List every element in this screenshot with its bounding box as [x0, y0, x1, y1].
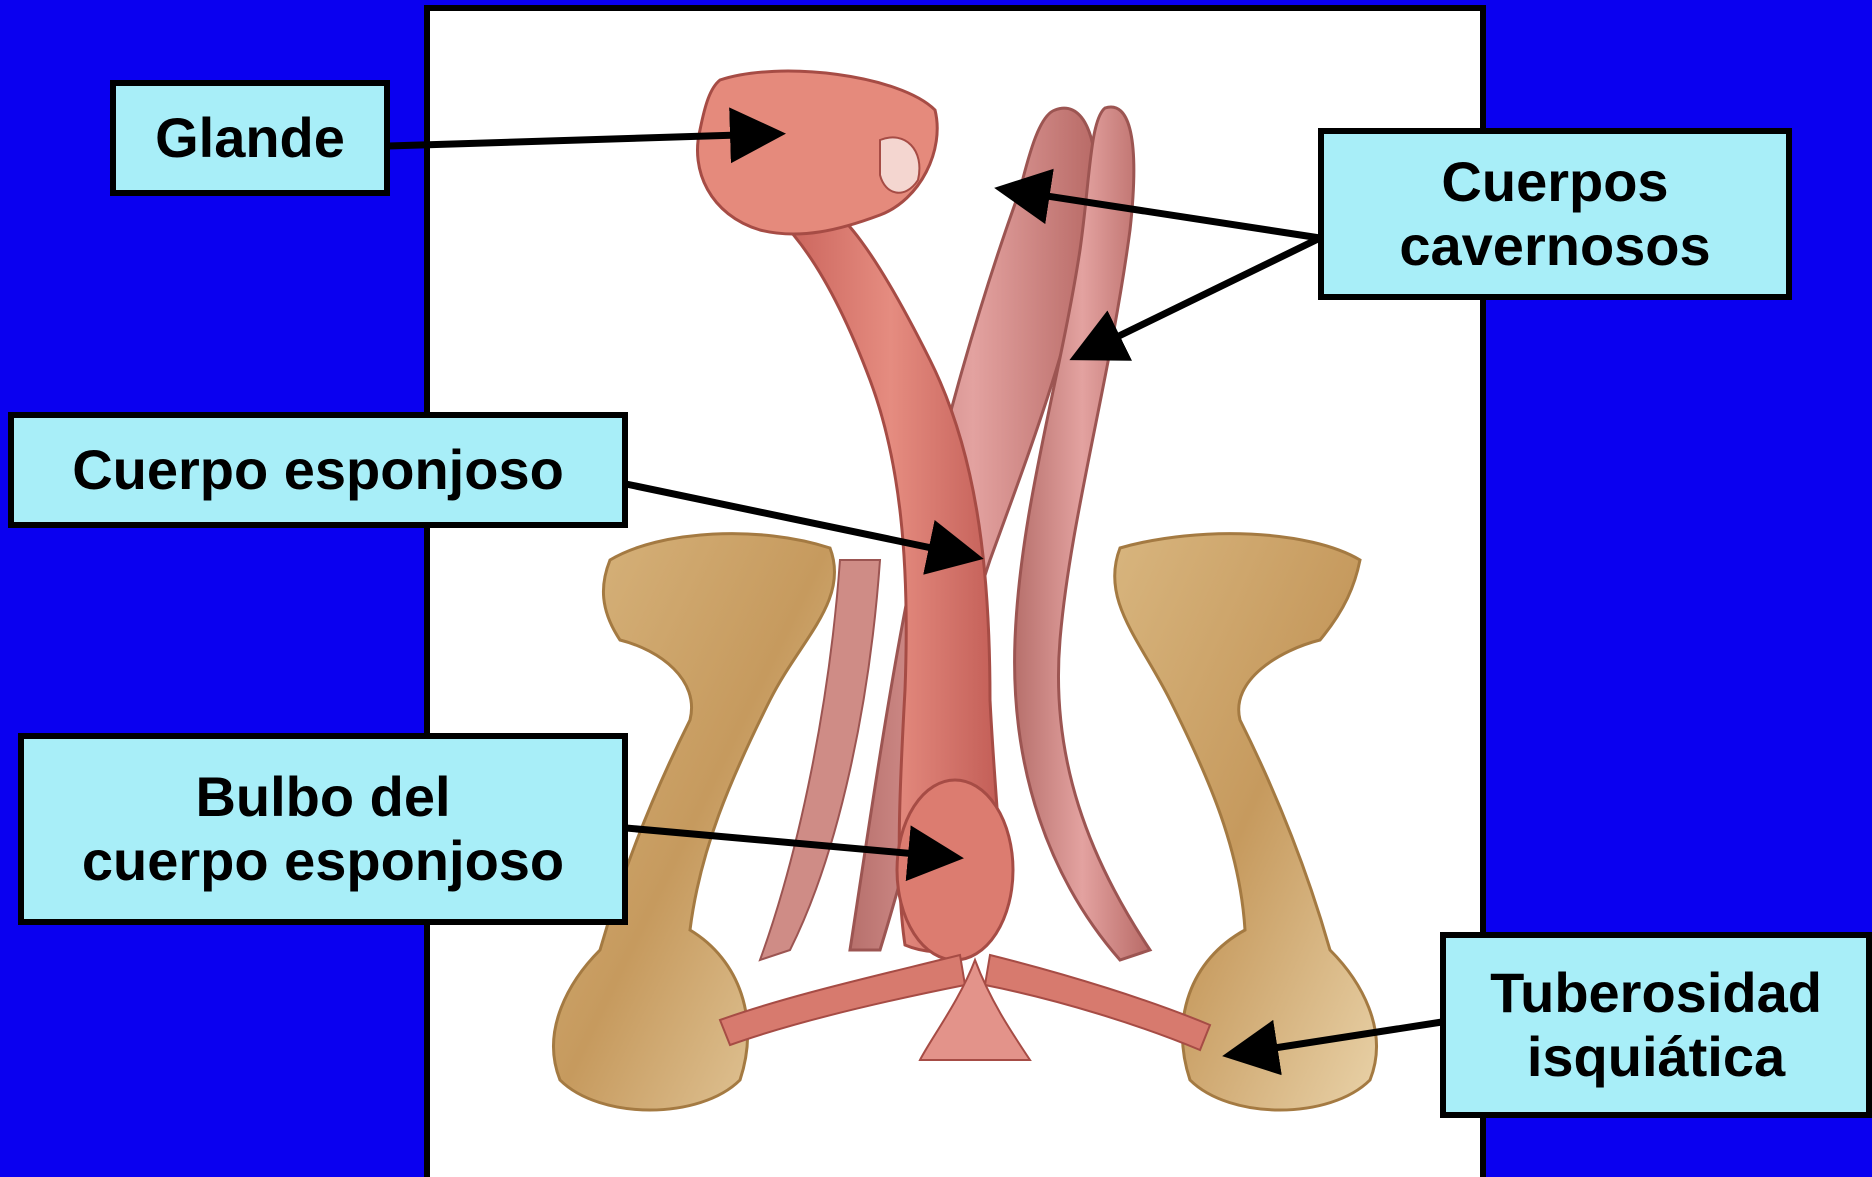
- label-cuerpos-cavernosos: Cuerpos cavernosos: [1318, 128, 1792, 300]
- label-bulbo-line-2: cuerpo esponjoso: [82, 829, 564, 893]
- bulb-of-corpus-spongiosum: [897, 780, 1013, 960]
- label-cuerpos-cavernosos-line-1: Cuerpos: [1441, 150, 1668, 214]
- label-glande-text: Glande: [155, 106, 345, 170]
- label-cuerpo-esponjoso-text: Cuerpo esponjoso: [72, 438, 564, 502]
- label-glande: Glande: [110, 80, 390, 196]
- label-tuberosidad-line-2: isquiática: [1527, 1025, 1785, 1089]
- label-bulbo-line-1: Bulbo del: [195, 765, 450, 829]
- label-tuberosidad-isquiatica: Tuberosidad isquiática: [1440, 932, 1872, 1118]
- right-transverse-perineal-muscle: [985, 955, 1210, 1050]
- left-transverse-perineal-muscle: [720, 955, 965, 1045]
- label-bulbo-del-cuerpo-esponjoso: Bulbo del cuerpo esponjoso: [18, 733, 628, 925]
- label-cuerpo-esponjoso: Cuerpo esponjoso: [8, 412, 628, 528]
- label-tuberosidad-line-1: Tuberosidad: [1490, 961, 1822, 1025]
- label-cuerpos-cavernosos-line-2: cavernosos: [1399, 214, 1710, 278]
